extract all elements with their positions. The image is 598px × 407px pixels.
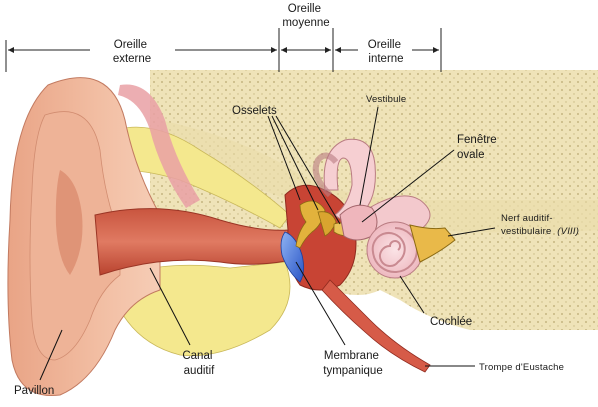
- skin-band: [118, 84, 200, 208]
- label-fenetre-ovale: Fenêtre ovale: [457, 134, 500, 161]
- label-nerf-auditif: Nerf auditif- vestibulaire (VIII): [501, 213, 579, 237]
- label-vestibule: Vestibule: [366, 94, 406, 105]
- temporal-bone: [150, 70, 598, 330]
- pinna: [7, 77, 161, 397]
- eustachian-tube: [321, 279, 431, 373]
- label-trompe: Trompe d'Eustache: [479, 362, 564, 373]
- ossicles: [295, 200, 355, 249]
- label-membrane: Membrane tympanique: [323, 350, 382, 377]
- label-cochlee: Cochlée: [430, 316, 472, 328]
- middle-ear-title: Oreille moyenne: [282, 3, 329, 29]
- cochlea: [366, 221, 424, 279]
- label-canal: Canal auditif: [182, 350, 215, 377]
- cartilage-lower: [119, 261, 291, 357]
- vestibule: [339, 204, 378, 241]
- section-dimension-lines: [5, 28, 442, 72]
- auditory-nerve: [409, 224, 456, 263]
- inner-ear-title: Oreille interne: [368, 39, 404, 65]
- label-osselets: Osselets: [232, 105, 277, 117]
- outer-ear-title: Oreille externe: [113, 39, 151, 65]
- label-pavillon: Pavillon: [14, 385, 54, 397]
- leader-lines: [39, 106, 496, 381]
